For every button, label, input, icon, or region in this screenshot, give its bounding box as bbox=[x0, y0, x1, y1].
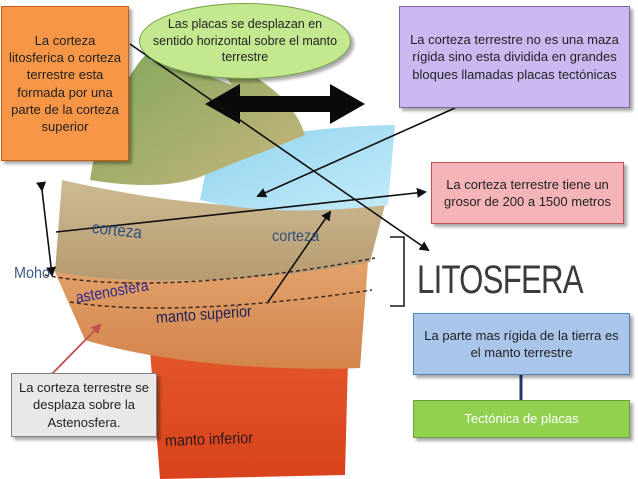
moho-boundary-line bbox=[44, 257, 376, 284]
pointer-line-grosor bbox=[55, 187, 427, 233]
maza-rigida-note-box: La corteza terrestre no es una maza rígi… bbox=[399, 6, 630, 108]
corteza-label-right: corteza bbox=[272, 228, 320, 245]
deep-mantle-block bbox=[150, 350, 348, 479]
astenosfera-note-box: La corteza terrestre se desplaza sobre l… bbox=[11, 373, 157, 437]
asthenosphere-boundary-line bbox=[69, 289, 373, 309]
placas-horizontal-ellipse: Las placas se desplazan en sentido horiz… bbox=[139, 3, 351, 79]
pointer-line-litosferica bbox=[129, 43, 430, 252]
horizontal-double-arrow bbox=[205, 84, 365, 124]
manto-rigida-note-box: La parte mas rígida de la tierra es el m… bbox=[413, 313, 630, 375]
manto-inferior-label: manto inferior bbox=[164, 429, 254, 450]
moho-label: Moho bbox=[14, 265, 51, 282]
litosferica-note-box: La corteza litosferica o corteza terrest… bbox=[1, 6, 129, 161]
upper-mantle-layer bbox=[55, 262, 368, 369]
crust-layer bbox=[55, 180, 385, 281]
litosfera-title: LITOSFERA bbox=[417, 258, 584, 302]
crust-thickness-arrow bbox=[36, 181, 57, 277]
grosor-note-box: La corteza terrestre tiene un grosor de … bbox=[431, 162, 624, 224]
pointer-line-manto-superior bbox=[267, 210, 332, 303]
tectonica-placas-box: Tectónica de placas bbox=[413, 400, 630, 438]
pointer-line-maza bbox=[256, 107, 456, 198]
pointer-line-astenosfera bbox=[45, 323, 102, 381]
litosfera-bracket bbox=[390, 236, 405, 307]
